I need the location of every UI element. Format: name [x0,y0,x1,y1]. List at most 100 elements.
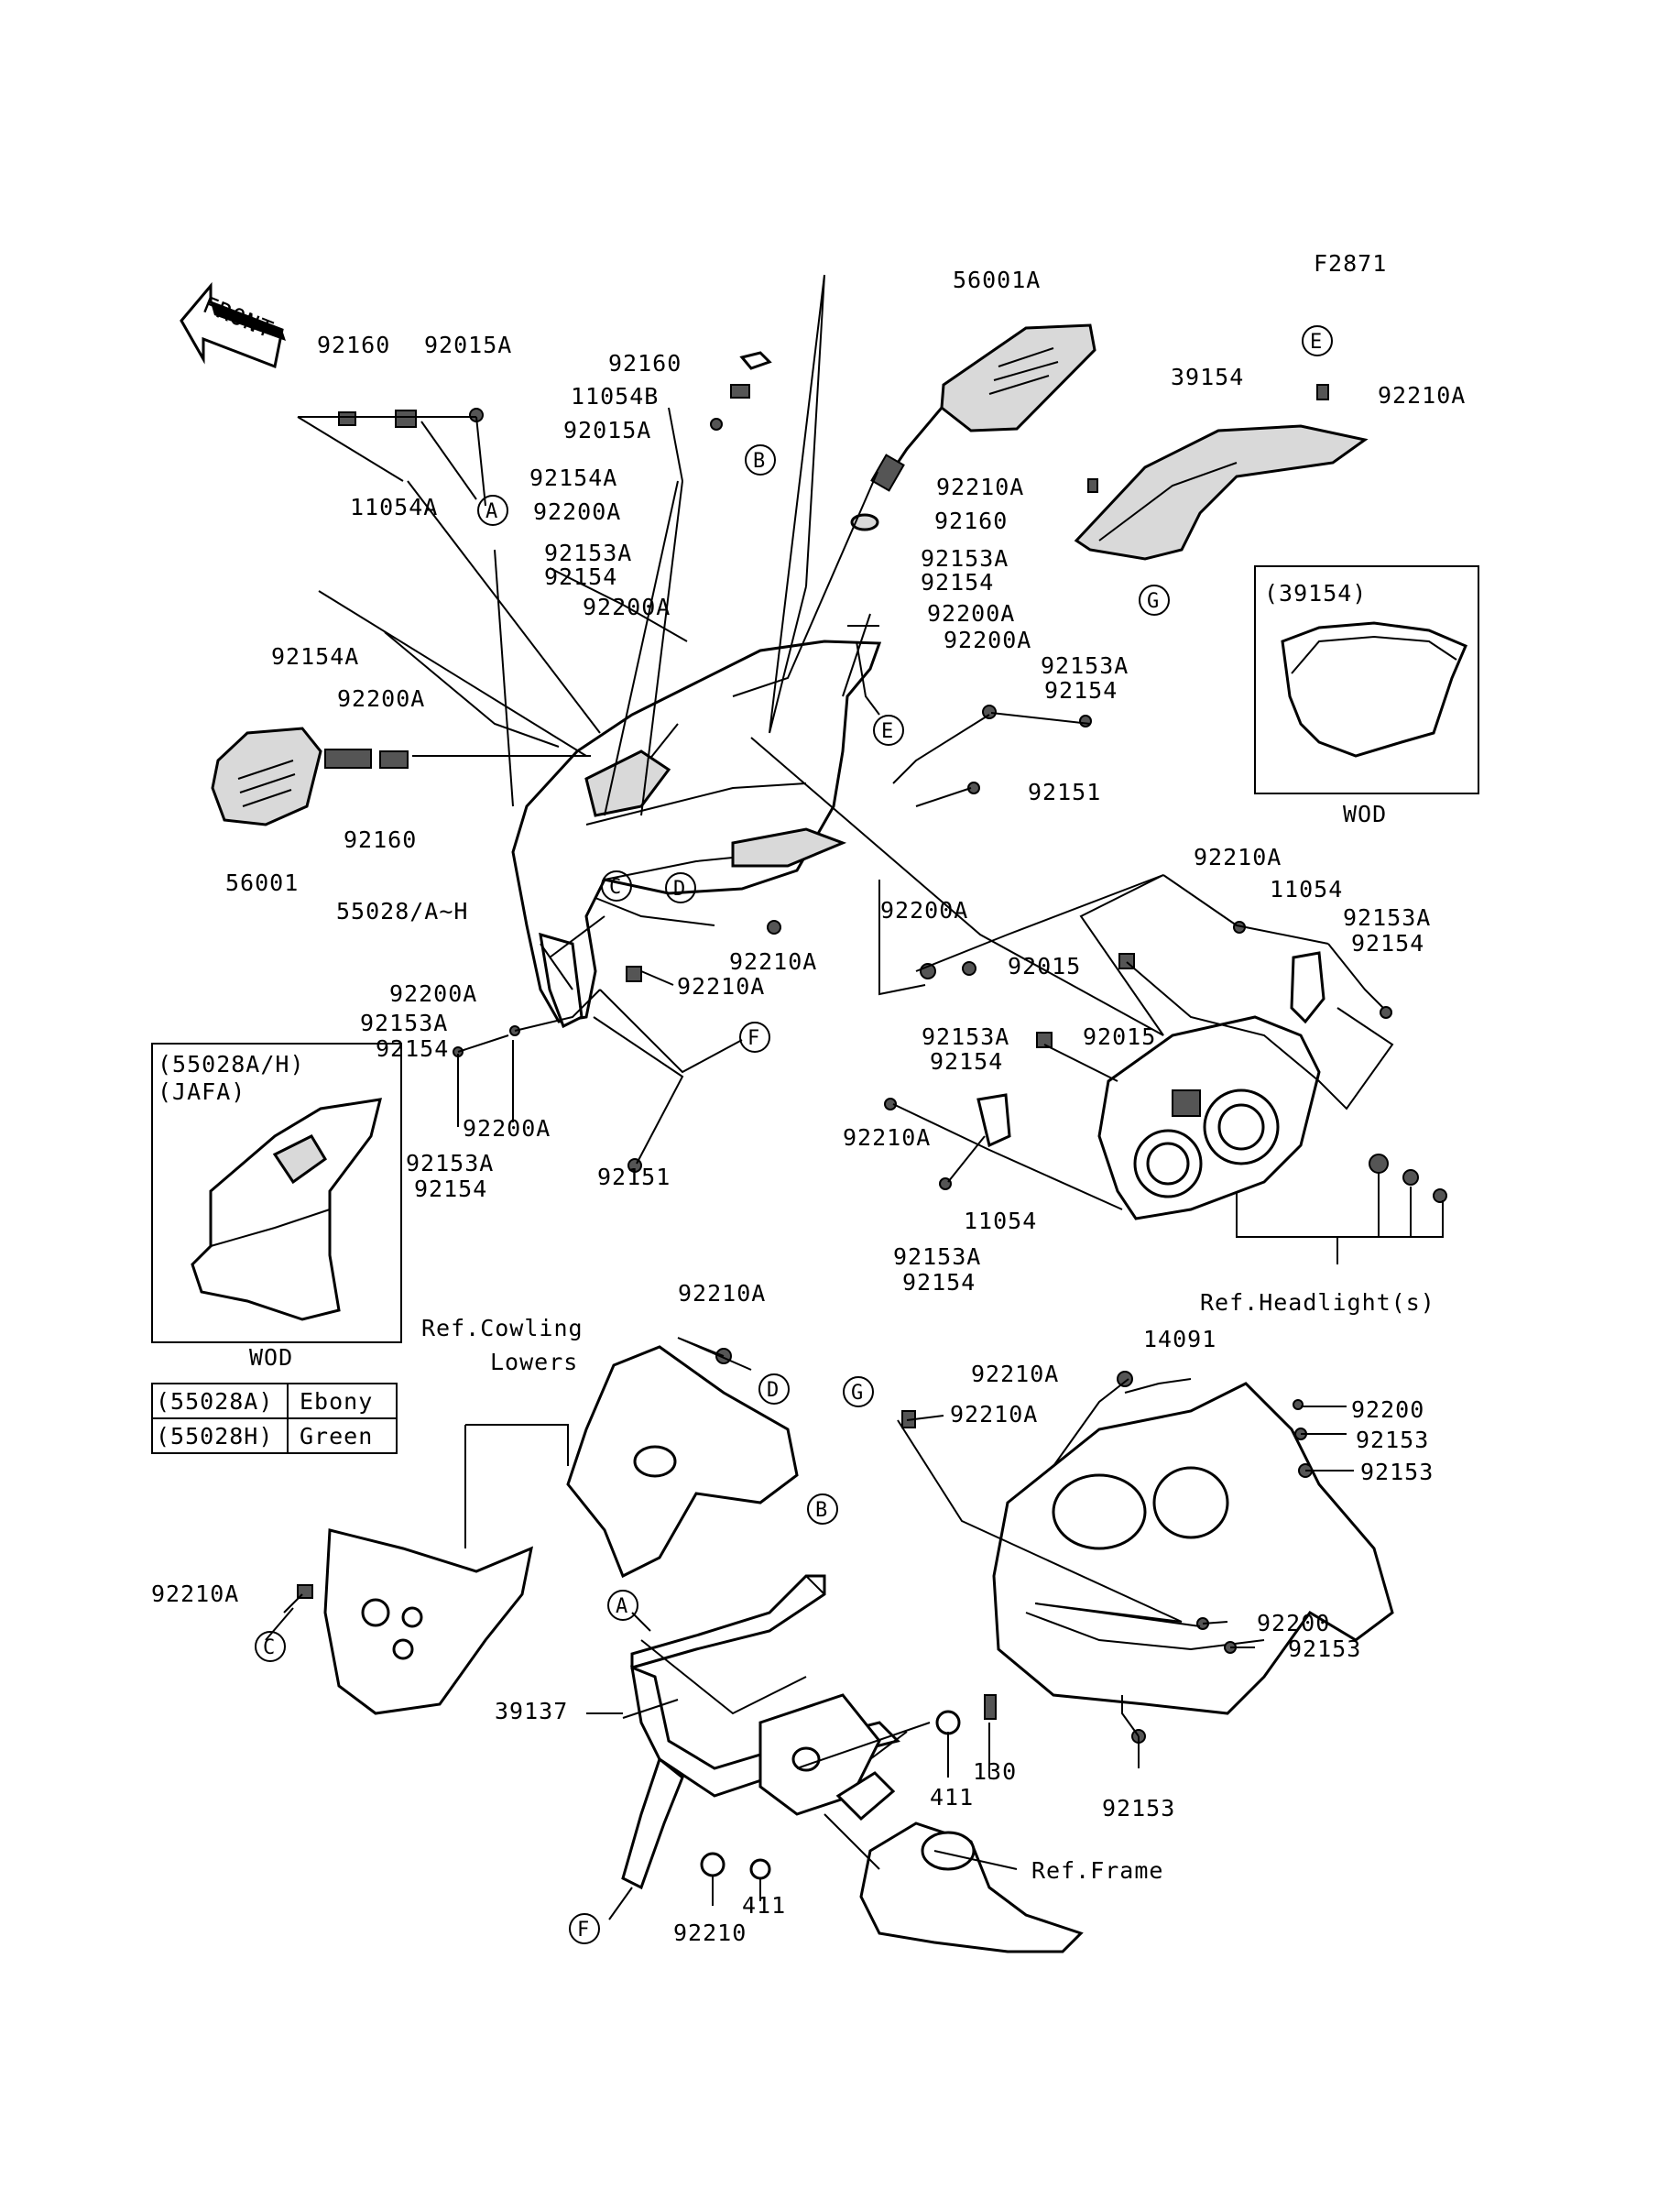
label-11054: 11054 [964,1208,1037,1234]
label-92200a: 92200A [533,498,621,525]
label-92015: 92015 [1083,1023,1156,1050]
inset-windshield: (39154) WOD [1254,565,1479,827]
label-92151: 92151 [597,1164,671,1190]
inset-windshield-caption: WOD [1343,801,1387,827]
label-92153a: 92153A [360,1010,448,1036]
label-92154a: 92154A [271,643,359,670]
svg-text:D: D [673,878,685,901]
label-11054: 11054 [1270,876,1343,903]
label-92153a: 92153A [406,1150,494,1176]
label-92160: 92160 [608,350,682,377]
mirror-left [211,727,409,826]
label-14091: 14091 [1143,1326,1216,1352]
label-92153a: 92153A [544,540,632,566]
label-92154: 92154 [1351,930,1424,957]
label-92153a: 92153A [921,545,1009,572]
label-ref-frame: Ref.Frame [1031,1857,1163,1884]
label-92015: 92015 [1008,953,1081,979]
label-92153a: 92153A [922,1023,1009,1050]
label-92154: 92154 [902,1269,976,1296]
label-92210a: 92210A [971,1361,1059,1387]
label-92200a: 92200A [944,627,1031,653]
label-92210a: 92210A [950,1401,1038,1428]
label-39154: 39154 [1171,364,1244,390]
leader-lines [265,274,1444,1920]
label-92200a: 92200A [389,980,477,1007]
label-92154: 92154 [544,563,617,590]
inset-cowl: (55028A/H) (JAFA) WOD [151,1043,402,1371]
label-ref-cowling: Ref.Cowling [421,1315,584,1341]
label-92153: 92153 [1356,1427,1429,1453]
label-ref-headlight: Ref.Headlight(s) [1200,1289,1435,1316]
upper-cowl [511,640,882,1023]
figure-code: F2871 [1314,250,1387,277]
label-92200: 92200 [1351,1396,1424,1423]
svg-text:F: F [577,1919,589,1942]
callout-e-1: E [1302,325,1333,356]
label-92160: 92160 [934,508,1008,534]
label-92151: 92151 [1028,779,1101,805]
label-92200a: 92200A [337,685,425,712]
label-92200a: 92200A [927,600,1015,627]
label-92210a: 92210A [936,474,1024,500]
label-56001: 56001 [225,870,299,896]
label-92210a: 92210A [1194,844,1282,870]
label-55028: 55028/A~H [336,898,468,924]
callout-d-2: D [758,1373,790,1405]
svg-text:G: G [1147,590,1159,613]
inset-cowl-title: (55028A/H) [158,1051,305,1078]
svg-text:B: B [815,1499,827,1522]
label-92153: 92153 [1288,1636,1361,1662]
callout-b-1: B [745,444,776,476]
front-arrow-icon: FRONT [180,281,286,369]
stay-bracket [621,1574,900,1890]
inner-panel [992,1382,1394,1715]
color-code-2: (55028H) [156,1423,273,1450]
callout-c-2: C [255,1631,286,1662]
color-code-1: (55028A) [156,1388,273,1415]
svg-text:E: E [1310,331,1322,354]
side-panel [323,1528,534,1715]
label-92154: 92154 [930,1048,1003,1075]
label-39137: 39137 [495,1698,568,1724]
callout-a-1: A [477,495,508,526]
label-411: 411 [930,1784,974,1811]
label-92200a: 92200A [880,897,968,924]
callout-f-1: F [739,1022,770,1053]
label-92154: 92154 [414,1176,487,1202]
label-411: 411 [742,1892,786,1919]
callout-f-2: F [569,1913,600,1944]
label-92015a: 92015A [563,417,651,443]
svg-text:D: D [767,1379,779,1402]
label-92200a: 92200A [463,1115,551,1142]
label-92160: 92160 [317,332,390,358]
callout-e-2: E [873,715,904,746]
label-92153: 92153 [1102,1795,1175,1822]
label-92160: 92160 [344,826,417,853]
cowling-lower-ref [566,1345,799,1579]
label-11054b: 11054B [571,383,659,410]
label-56001a: 56001A [953,267,1041,293]
svg-text:E: E [881,720,893,743]
callout-a-2: A [607,1590,638,1621]
headlight [1097,1015,1447,1220]
svg-text:A: A [485,500,497,523]
label-92154: 92154 [921,569,994,596]
mirror-right [870,323,1096,492]
label-92210a: 92210A [677,973,765,1000]
label-ref-cowling-lowers: Lowers [490,1349,578,1375]
label-92015a: 92015A [424,332,512,358]
label-11054a: 11054A [350,494,438,520]
label-92200a: 92200A [583,594,671,620]
part-labels: 56001A 39154 92210A 92160 92015A 92160 1… [151,267,1465,1946]
inset-cowl-subtitle: (JAFA) [158,1078,245,1105]
svg-text:A: A [616,1595,627,1618]
label-92210a: 92210A [843,1124,931,1151]
svg-text:C: C [263,1636,275,1659]
callout-c-1: C [601,870,632,902]
label-92153a: 92153A [1041,652,1129,679]
svg-text:C: C [609,876,621,899]
label-92154: 92154 [376,1035,449,1062]
inset-windshield-title: (39154) [1264,580,1367,607]
